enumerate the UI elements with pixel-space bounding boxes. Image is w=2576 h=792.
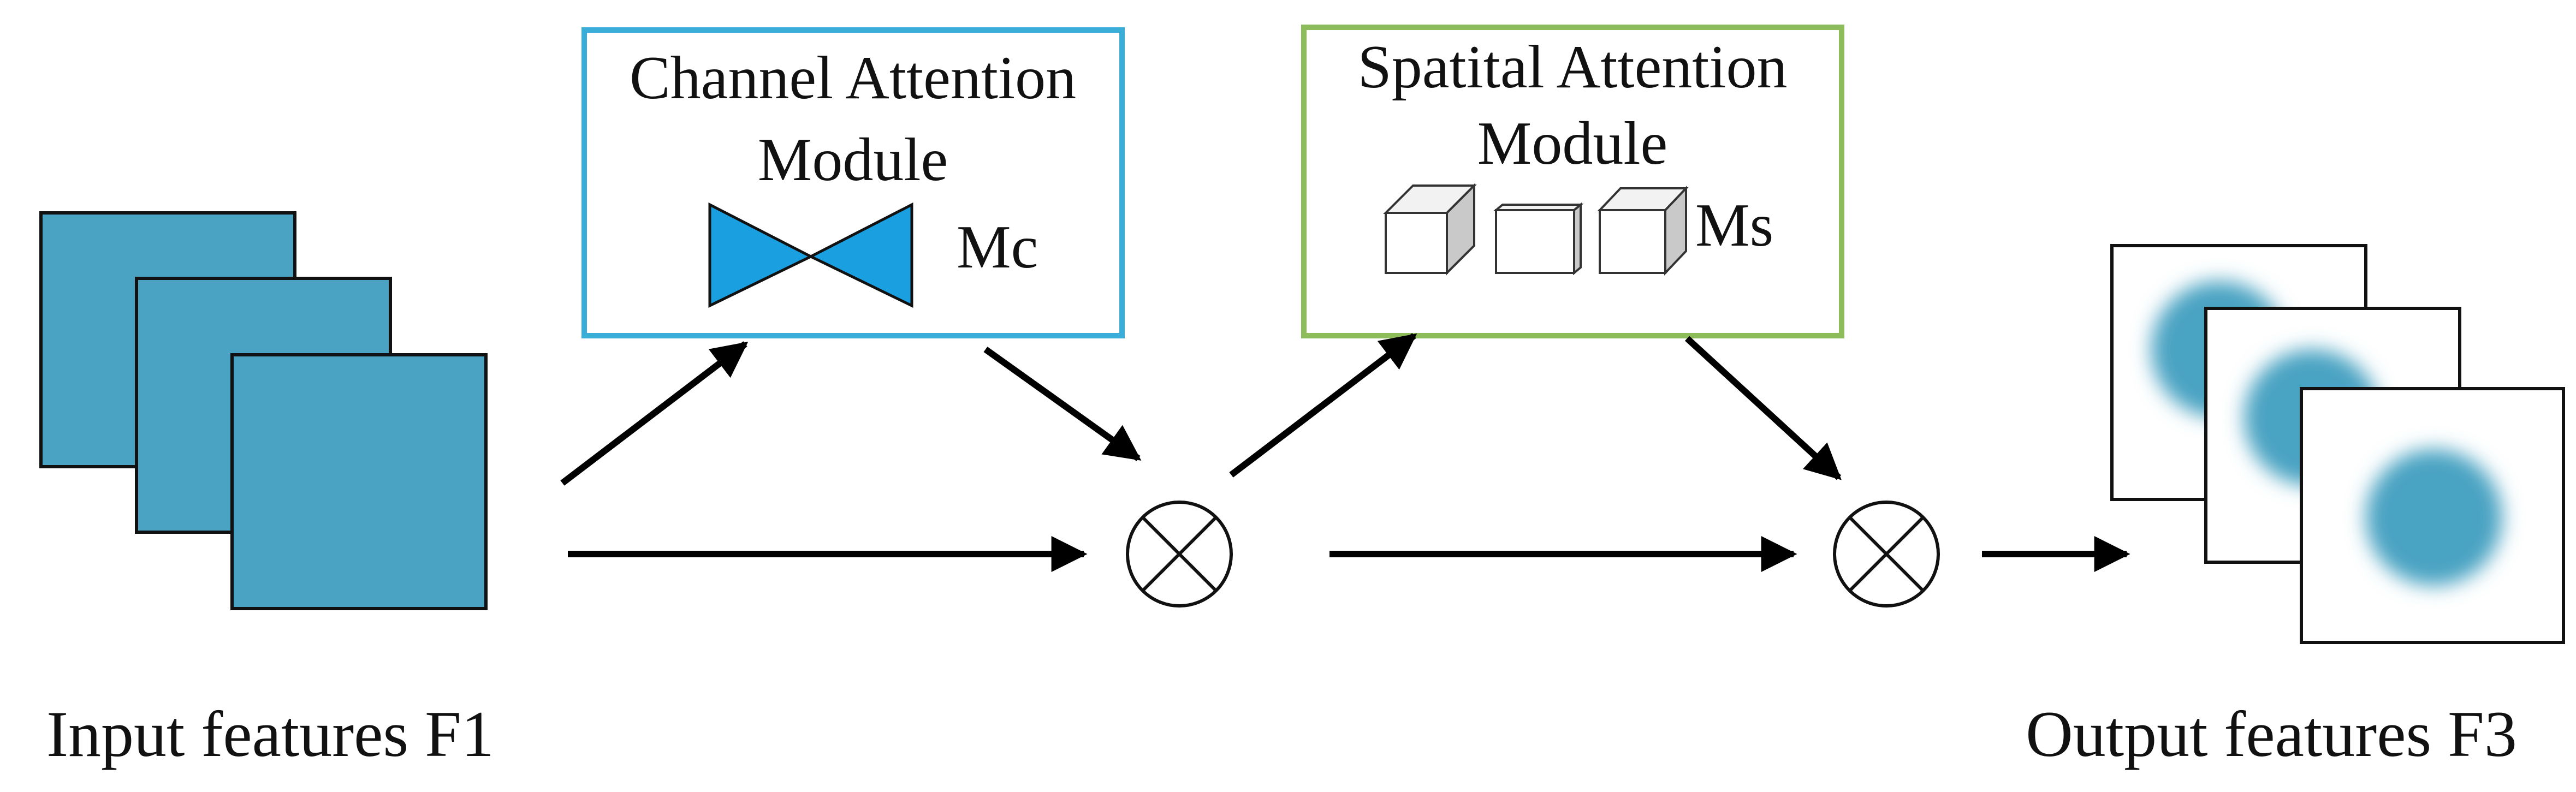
arrows (560, 333, 2130, 572)
input-caption: Input features F1 (46, 698, 494, 770)
spatial-attention-box (1301, 25, 1844, 338)
output-feature-map-3 (2300, 387, 2565, 644)
channel-attention-module: Channel Attention Module Mc (581, 27, 1125, 338)
cube-icon (1383, 183, 1477, 276)
ms-label: Ms (1695, 192, 1773, 259)
multiply-operator-2 (1833, 501, 1940, 608)
arrow-spatial-attention-to-multiply-2 (1684, 336, 1842, 480)
channel-attention-box (581, 27, 1125, 338)
channel-attention-title-line2: Module (758, 126, 948, 194)
output-caption: Output features F3 (2026, 698, 2517, 770)
spatial-attention-title-line2: Module (1477, 110, 1667, 177)
bowtie-icon (708, 202, 913, 308)
input-feature-stack (39, 211, 488, 610)
spatial-attention-module: Spatital Attention Module Ms (1301, 25, 1844, 338)
input-feature-map-3 (230, 353, 488, 610)
channel-attention-title-line1: Channel Attention (630, 44, 1076, 112)
arrow-multiply-1-to-spatial-attention (1229, 333, 1417, 478)
element-wise-multiply-icon (1833, 501, 1940, 608)
arrow-channel-attention-to-multiply-1 (983, 347, 1142, 461)
slab-icon (1493, 202, 1584, 276)
element-wise-multiply-icon (1126, 501, 1233, 608)
output-feature-stack (2110, 244, 2565, 644)
multiply-operator-1 (1126, 501, 1233, 608)
mc-label: Mc (957, 213, 1038, 281)
cube-icon (1597, 185, 1689, 276)
spatial-attention-title-line1: Spatital Attention (1357, 33, 1787, 101)
arrow-input-to-channel-attention (560, 341, 749, 486)
